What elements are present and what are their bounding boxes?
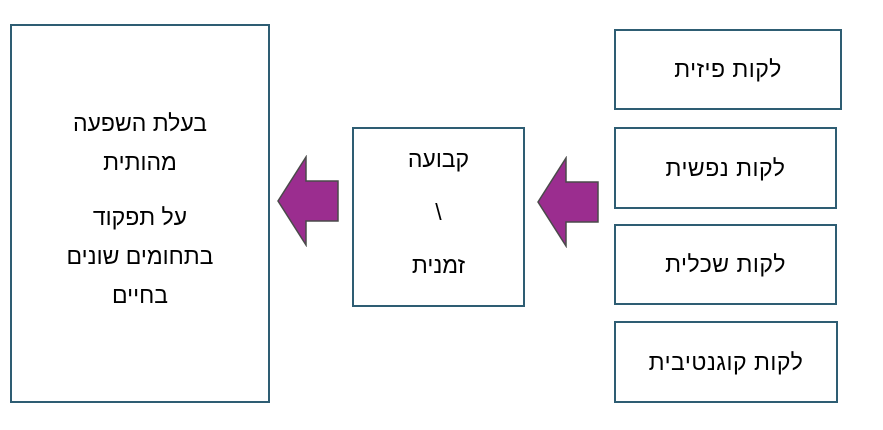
left-arrow-icon xyxy=(277,155,339,247)
disability-type-box-physical: לקות פיזית xyxy=(614,29,842,110)
duration-separator: \ xyxy=(435,199,442,225)
impact-box: בעלת השפעה מהותית על תפקוד בתחומים שונים… xyxy=(10,24,270,403)
impact-text-line: על תפקוד xyxy=(92,204,188,230)
disability-type-box-intellectual: לקות שכלית xyxy=(614,224,837,305)
impact-text-line: בחיים xyxy=(112,282,168,308)
disability-type-label: לקות נפשית xyxy=(665,154,786,181)
impact-text-line: מהותית xyxy=(103,149,177,175)
disability-type-label: לקות פיזית xyxy=(674,56,782,82)
impact-text-line: בתחומים שונים xyxy=(66,243,214,269)
disability-type-label: לקות שכלית xyxy=(665,251,786,277)
duration-label-permanent: קבועה xyxy=(407,146,470,172)
left-arrow-icon xyxy=(537,156,599,248)
impact-text-line: בעלת השפעה xyxy=(72,110,208,136)
duration-label-temporary: זמנית xyxy=(411,252,466,278)
disability-type-box-mental: לקות נפשית xyxy=(614,127,837,209)
disability-type-box-cognitive: לקות קוגנטיבית xyxy=(614,321,838,403)
disability-type-label: לקות קוגנטיבית xyxy=(648,348,804,375)
duration-box: קבועה \ זמנית xyxy=(352,127,525,307)
